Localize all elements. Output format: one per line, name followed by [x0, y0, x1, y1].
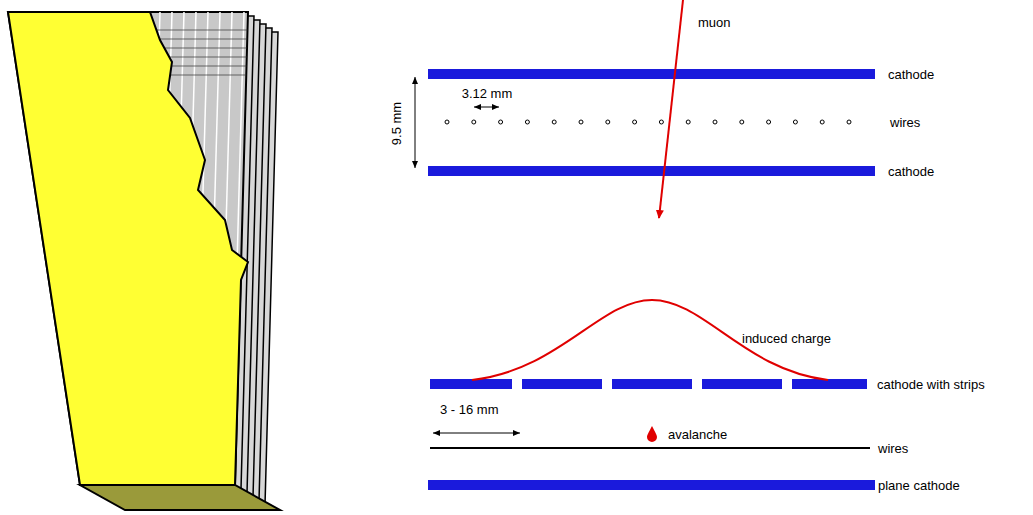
cathode-label: cathode [888, 68, 934, 81]
induced-charge-label: induced charge [742, 332, 831, 345]
dimension: 3.12 mm [462, 87, 513, 100]
top-chamber [415, 0, 875, 218]
bottom-chamber [428, 300, 875, 490]
cathode-label: cathode [888, 165, 934, 178]
plane-cathode-label: plane cathode [878, 479, 960, 492]
dimension: 9.5 mm [391, 101, 404, 144]
strip-cathode-label: cathode with strips [877, 378, 985, 391]
avalanche-label: avalanche [668, 428, 727, 441]
dimension: 3 - 16 mm [440, 403, 499, 416]
chamber-front [8, 12, 280, 510]
wires-label: wires [890, 116, 920, 129]
muon-label: muon [698, 16, 731, 29]
wires-label: wires [878, 442, 908, 455]
